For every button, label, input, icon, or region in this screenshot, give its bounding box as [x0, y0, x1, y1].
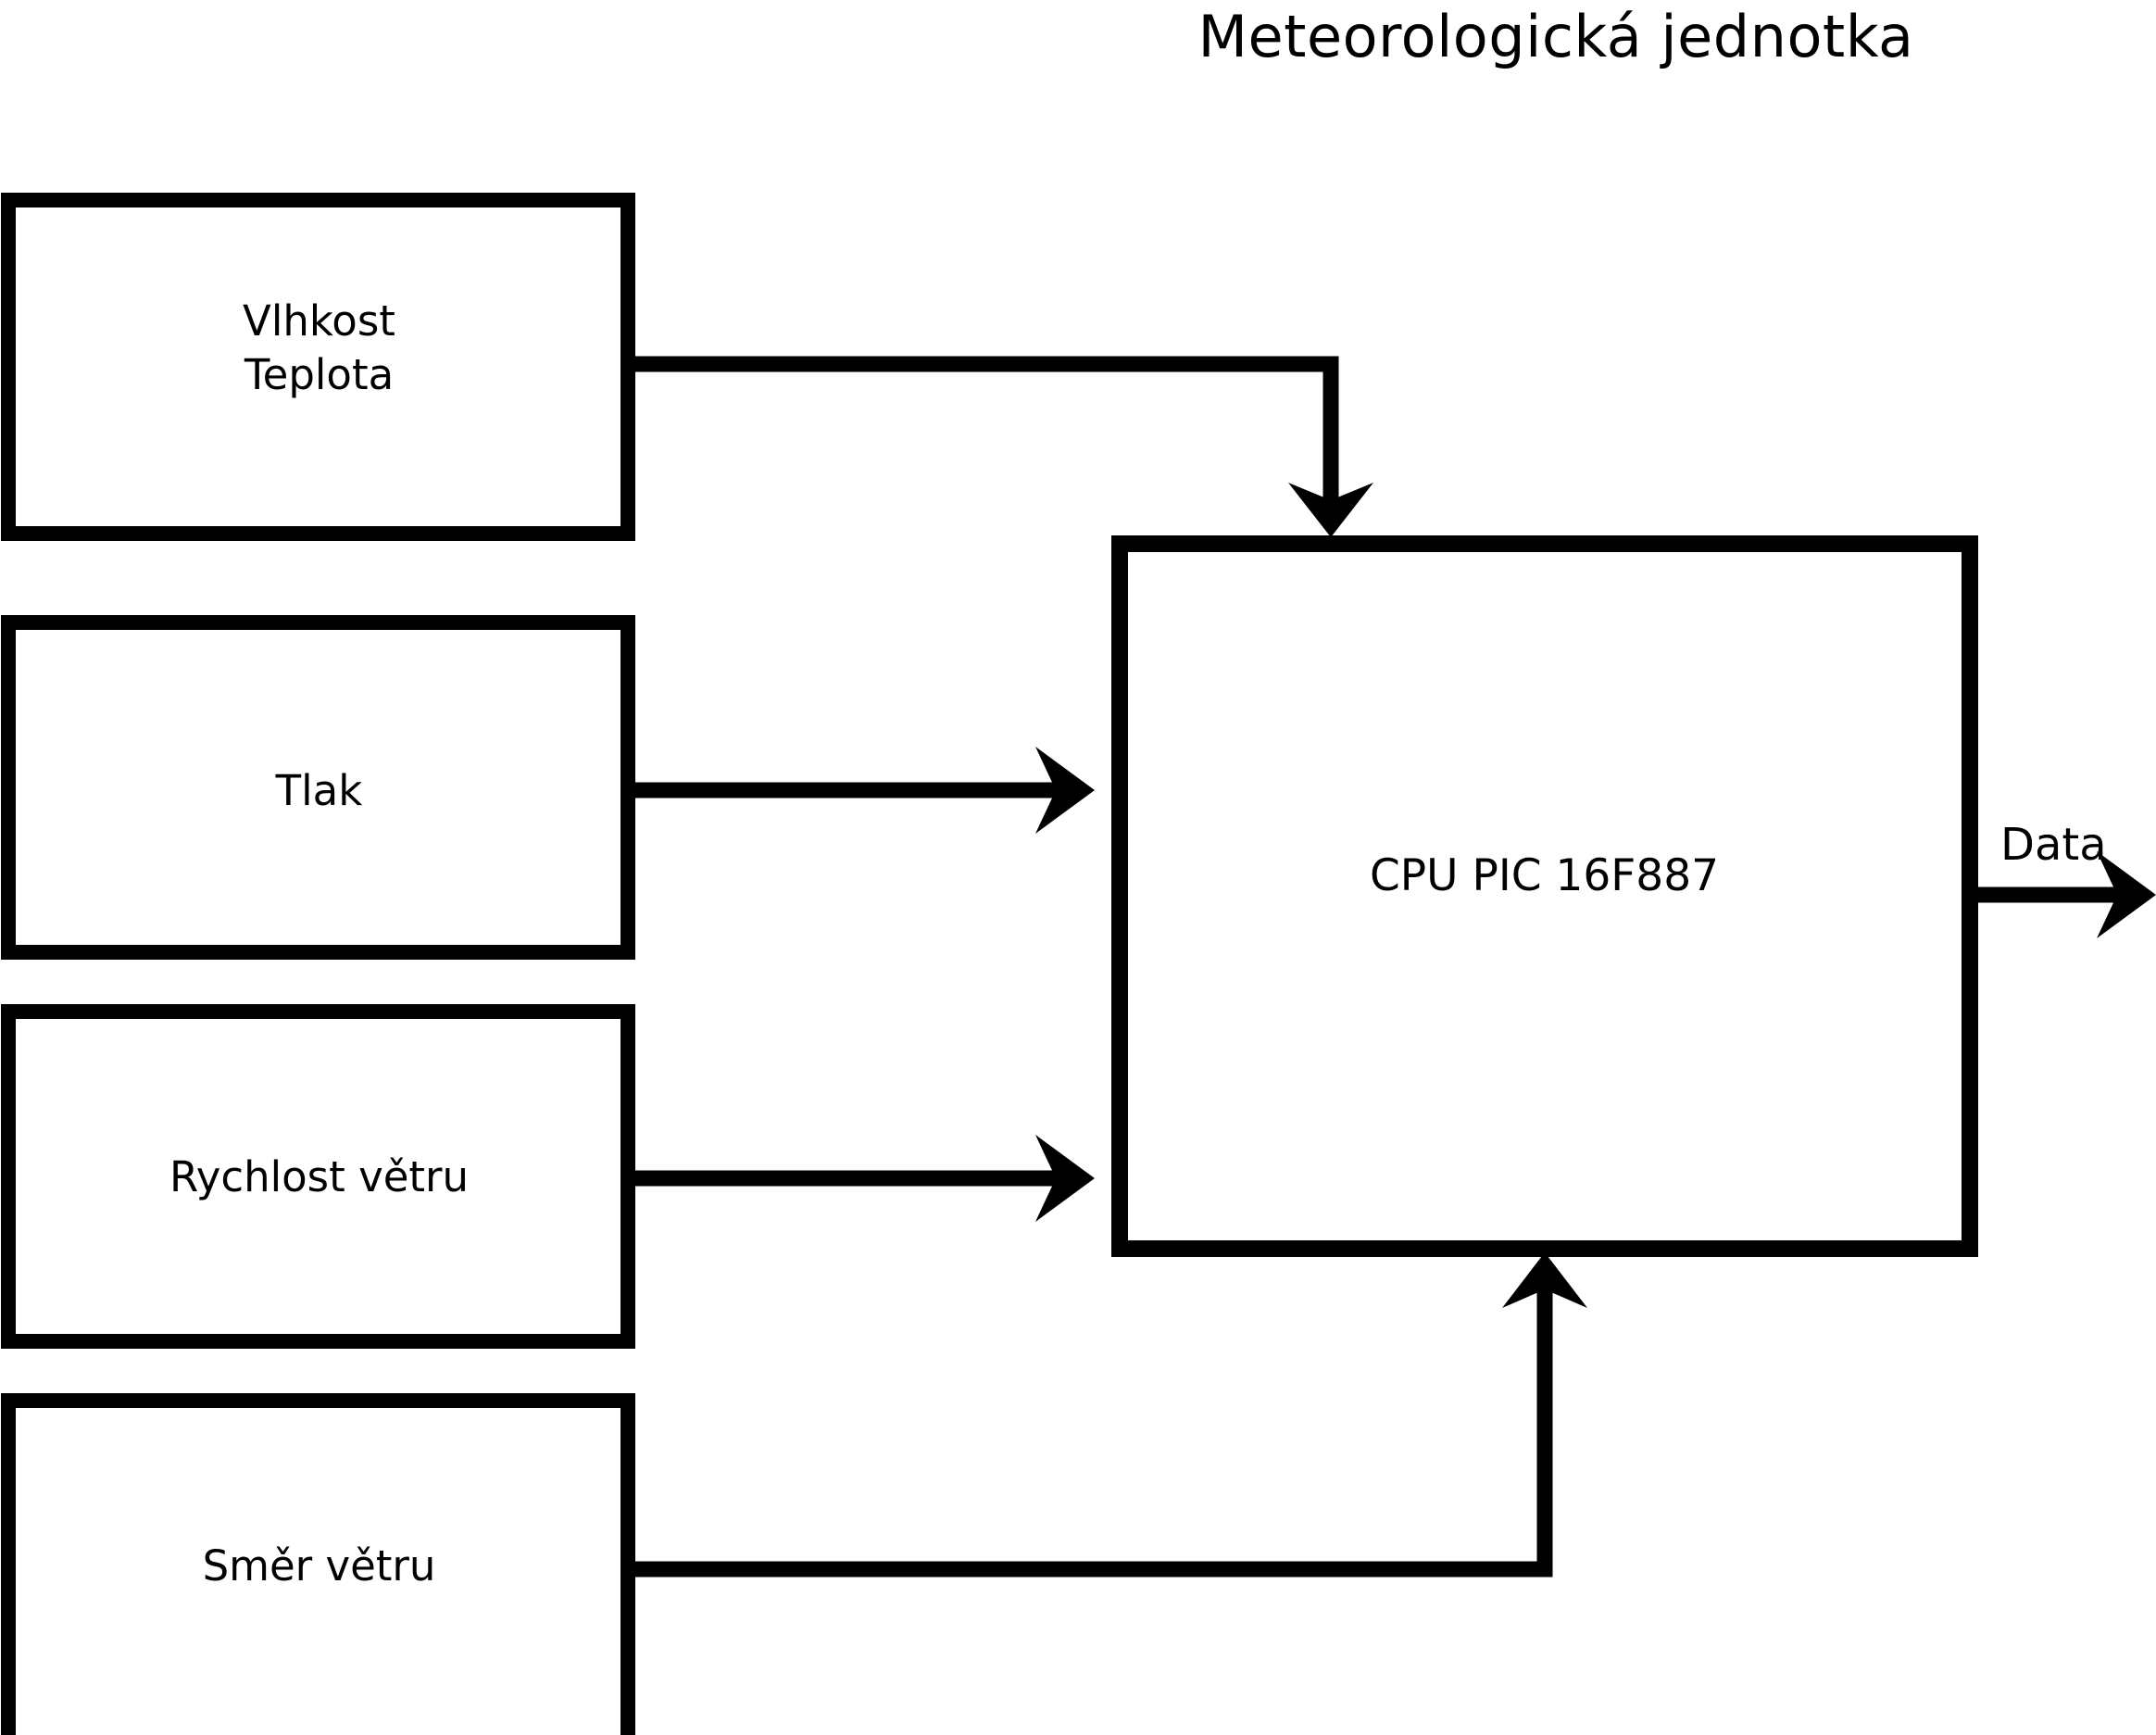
sensor-box-wind-direction[interactable] [1, 1393, 635, 1735]
sensor-box-humidity-temperature[interactable] [1, 193, 635, 541]
arrowhead-cpu-to-data-output [2097, 851, 2156, 938]
cpu-box[interactable] [1111, 535, 1978, 1257]
arrowhead-wind-speed-to-cpu [1035, 1135, 1095, 1222]
sensor-box-pressure[interactable] [1, 615, 635, 960]
arrowhead-wind-direction-to-cpu [1502, 1252, 1587, 1308]
arrowhead-humidity-temperature-to-cpu [1288, 483, 1373, 537]
connector-humidity-temperature-to-cpu [633, 356, 1339, 508]
connector-wind-direction-to-cpu [633, 1288, 1553, 1578]
arrowhead-pressure-to-cpu [1035, 747, 1095, 834]
sensor-box-wind-speed[interactable] [1, 1004, 635, 1349]
